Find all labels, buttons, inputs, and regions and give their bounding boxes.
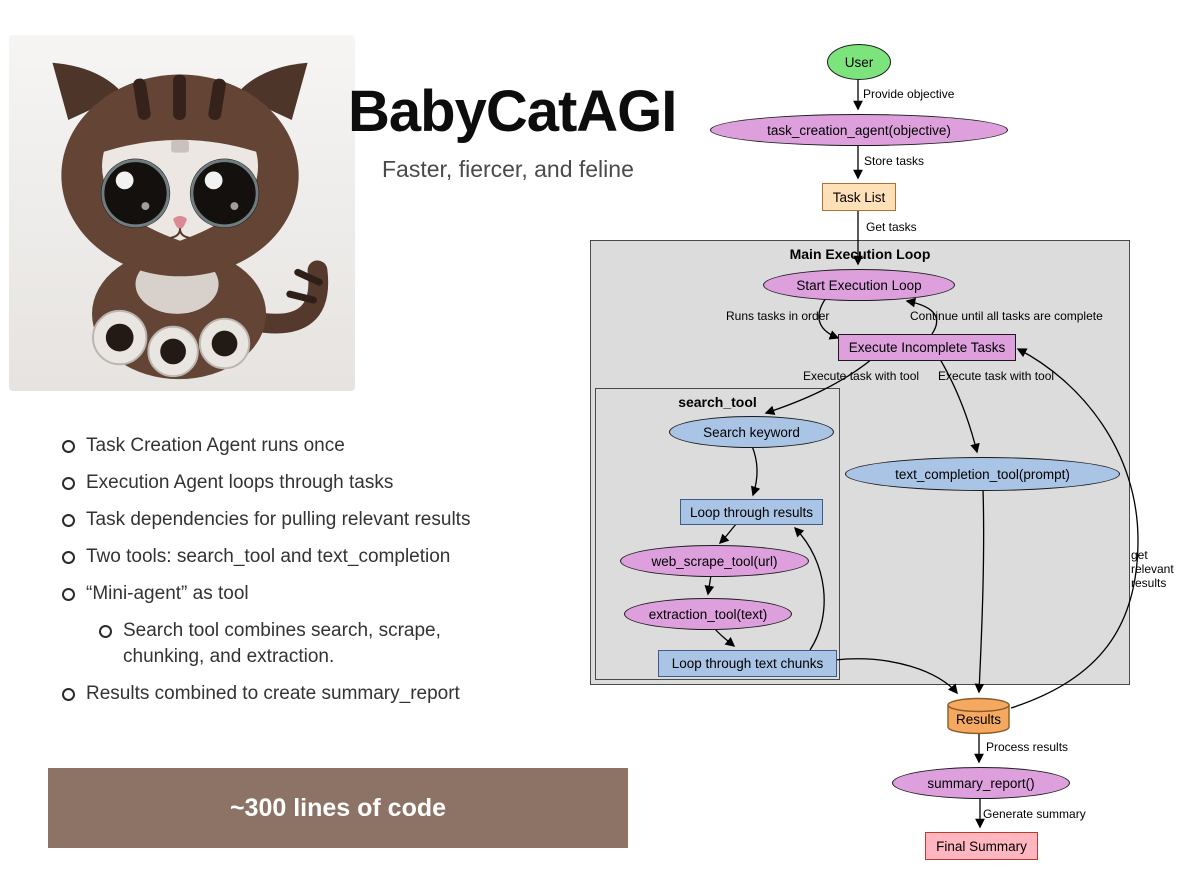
node-text-completion-tool: text_completion_tool(prompt) bbox=[845, 457, 1120, 491]
node-web-scrape-tool: web_scrape_tool(url) bbox=[620, 545, 809, 577]
list-item: Task dependencies for pulling relevant r… bbox=[62, 507, 632, 533]
edge-label-generate-summary: Generate summary bbox=[983, 807, 1086, 821]
search-tool-title: search_tool bbox=[678, 394, 757, 410]
edge-label-provide-objective: Provide objective bbox=[863, 87, 955, 101]
bullet-icon bbox=[62, 551, 75, 564]
edge-label-execute-with-tool-right: Execute task with tool bbox=[938, 369, 1055, 383]
node-search-keyword: Search keyword bbox=[669, 416, 834, 448]
cat-illustration bbox=[8, 35, 356, 391]
edge-label-get-tasks: Get tasks bbox=[866, 220, 917, 234]
bullet-icon bbox=[62, 588, 75, 601]
page-title: BabyCatAGI bbox=[348, 79, 677, 144]
edge-label-process-results: Process results bbox=[986, 740, 1069, 754]
edge-label-get-relevant-results: get relevant results bbox=[1131, 548, 1174, 591]
bullet-icon bbox=[62, 477, 75, 490]
feature-list: Task Creation Agent runs once Execution … bbox=[62, 433, 632, 718]
node-task-creation-agent: task_creation_agent(objective) bbox=[710, 114, 1008, 146]
main-loop-title: Main Execution Loop bbox=[789, 246, 931, 262]
list-item: Results combined to create summary_repor… bbox=[62, 681, 632, 707]
node-extraction-tool: extraction_tool(text) bbox=[624, 598, 792, 630]
edge-label-continue-until: Continue until all tasks are complete bbox=[910, 309, 1103, 323]
node-loop-through-text-chunks: Loop through text chunks bbox=[658, 650, 837, 677]
node-results: Results bbox=[947, 697, 1010, 735]
node-start-execution-loop: Start Execution Loop bbox=[763, 269, 955, 301]
list-item: Execution Agent loops through tasks bbox=[62, 470, 632, 496]
bullet-icon bbox=[99, 625, 112, 638]
bullet-icon bbox=[62, 688, 75, 701]
cylinder-icon bbox=[947, 697, 1010, 735]
page-subtitle: Faster, fiercer, and feline bbox=[382, 156, 634, 182]
list-item: “Mini-agent” as tool bbox=[62, 581, 632, 607]
node-summary-report: summary_report() bbox=[892, 767, 1070, 799]
edge-label-runs-tasks: Runs tasks in order bbox=[726, 309, 830, 323]
edge-label-execute-with-tool-left: Execute task with tool bbox=[803, 369, 920, 383]
bullet-icon bbox=[62, 514, 75, 527]
node-loop-through-results: Loop through results bbox=[680, 499, 823, 525]
list-item: Two tools: search_tool and text_completi… bbox=[62, 544, 632, 570]
node-task-list: Task List bbox=[822, 183, 896, 211]
node-execute-incomplete-tasks: Execute Incomplete Tasks bbox=[838, 334, 1016, 361]
list-subitem: Search tool combines search, scrape, chu… bbox=[99, 618, 632, 670]
bullet-icon bbox=[62, 440, 75, 453]
code-note-text: ~300 lines of code bbox=[229, 793, 447, 822]
node-final-summary: Final Summary bbox=[925, 832, 1038, 860]
edge-label-store-tasks: Store tasks bbox=[864, 154, 925, 168]
code-note-banner: ~300 lines of code bbox=[48, 768, 628, 848]
cat-mascot-image bbox=[8, 35, 356, 391]
node-user: User bbox=[827, 44, 891, 80]
list-item: Task Creation Agent runs once bbox=[62, 433, 632, 459]
